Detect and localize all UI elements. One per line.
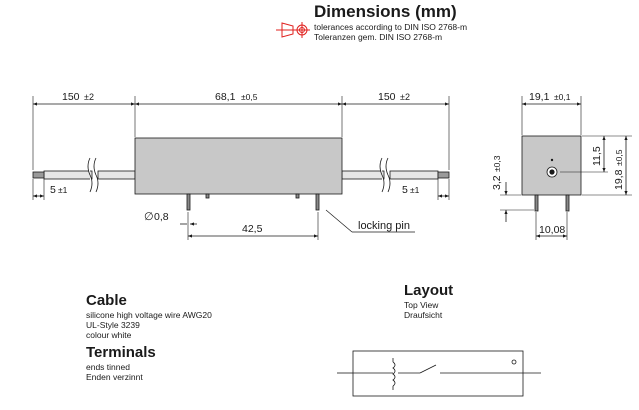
lead-right-value: 150 bbox=[378, 91, 396, 103]
end-width-value: 19,1 bbox=[529, 91, 550, 103]
lead-exit-inner bbox=[549, 169, 555, 175]
end-pin-right bbox=[565, 194, 570, 212]
cable-line-3: colour white bbox=[86, 330, 132, 340]
end-view bbox=[500, 96, 632, 240]
body-length-tol: ±0,5 bbox=[241, 92, 258, 102]
terminals-line-2: Enden verzinnt bbox=[86, 372, 143, 382]
lead-left-tol: ±2 bbox=[84, 92, 94, 102]
switch-contact bbox=[419, 364, 437, 374]
locking-pin-label: locking pin bbox=[358, 220, 410, 232]
end-pin-spacing: 10,08 bbox=[539, 224, 565, 236]
terminals-heading: Terminals bbox=[86, 344, 156, 361]
diameter-symbol: ∅ bbox=[144, 211, 154, 223]
end-height-inner: 11,5 bbox=[591, 146, 603, 166]
tolerance-symbol-icon bbox=[276, 22, 310, 38]
layout-line-2: Draufsicht bbox=[404, 310, 443, 320]
body-length-value: 68,1 bbox=[215, 91, 236, 103]
locking-pin-marker bbox=[511, 359, 517, 365]
terminals-line-1: ends tinned bbox=[86, 362, 130, 372]
layout-outline bbox=[352, 350, 524, 397]
right-lead bbox=[341, 157, 450, 193]
end-width-tol: ±0,1 bbox=[554, 92, 571, 102]
page-title: Dimensions (mm) bbox=[314, 2, 457, 21]
strip-left-value: 5 bbox=[50, 184, 56, 196]
strip-left-tol: ±1 bbox=[58, 185, 68, 195]
side-view bbox=[32, 96, 450, 240]
cable-heading: Cable bbox=[86, 292, 127, 309]
end-pin-offset-tol: ±0,3 bbox=[492, 155, 502, 172]
layout-line-1: Top View bbox=[404, 300, 439, 310]
cable-line-2: UL-Style 3239 bbox=[86, 320, 140, 330]
end-height-total-tol: ±0,5 bbox=[614, 149, 624, 166]
pin-left bbox=[186, 193, 191, 211]
layout-heading: Layout bbox=[404, 282, 454, 299]
end-view-body bbox=[521, 135, 582, 196]
coil-symbol bbox=[392, 361, 396, 387]
end-pin-offset: 3,2 bbox=[491, 175, 503, 190]
tolerance-note-de: Toleranzen gem. DIN ISO 2768-m bbox=[314, 32, 443, 42]
cable-line-1: silicone high voltage wire AWG20 bbox=[86, 310, 212, 320]
pin-spacing-value: 42,5 bbox=[242, 223, 263, 235]
end-pin-left bbox=[534, 194, 539, 212]
pin-right bbox=[315, 193, 320, 211]
layout-top-view bbox=[337, 350, 541, 397]
end-height-total: 19,8 bbox=[613, 169, 625, 190]
lead-right-tol: ±2 bbox=[400, 92, 410, 102]
lead-left-value: 150 bbox=[62, 91, 80, 103]
strip-right-value: 5 bbox=[402, 184, 408, 196]
tolerance-note-en: tolerances according to DIN ISO 2768-m bbox=[314, 22, 468, 32]
relay-body bbox=[134, 137, 343, 195]
strip-right-tol: ±1 bbox=[410, 185, 420, 195]
left-lead bbox=[32, 157, 136, 193]
pin-diameter-value: 0,8 bbox=[154, 211, 169, 223]
